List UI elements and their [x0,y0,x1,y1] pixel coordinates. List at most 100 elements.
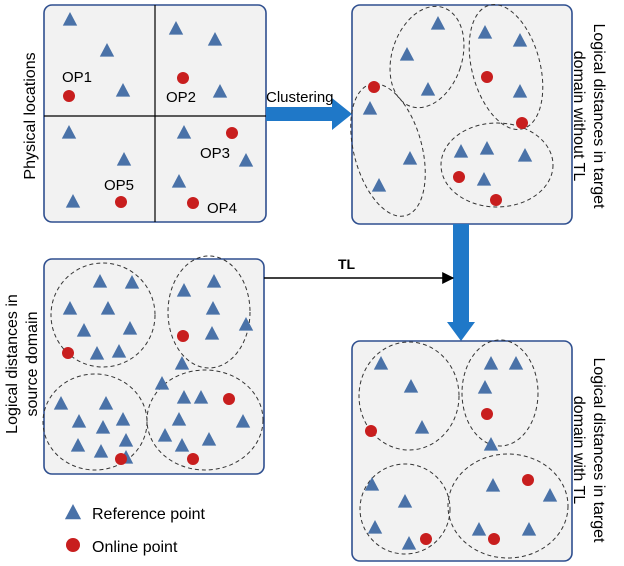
physical-locations-panel [43,4,267,223]
online-point-icon [177,330,189,342]
reference-point-icon [453,144,469,158]
source-domain-label-line2: source domain [24,312,41,417]
online-point-icon [187,453,199,465]
online-point-icon [490,194,502,206]
source-domain-reference-points [53,274,254,464]
online-point-icon [481,408,493,420]
legend-reference-label: Reference point [92,506,206,523]
target-with-tl-online-points [365,408,534,545]
reference-point-icon [485,478,501,492]
reference-point-icon [397,494,413,508]
reference-point-icon [64,504,82,520]
reference-point-icon [171,412,187,426]
online-point-icon [223,393,235,405]
op2-label: OP2 [166,89,196,106]
online-point-icon [66,538,80,552]
reference-point-icon [168,21,184,35]
reference-point-icon [362,101,378,115]
legend [64,504,82,552]
online-point-icon [368,81,380,93]
reference-point-icon [89,346,105,360]
physical-panel-reference-points [61,12,254,208]
reference-point-icon [76,323,92,337]
reference-point-icon [235,414,251,428]
reference-point-icon [92,274,108,288]
reference-point-icon [70,438,86,452]
reference-point-icon [176,283,192,297]
reference-point-icon [171,174,187,188]
reference-point-icon [93,444,109,458]
reference-point-icon [483,437,499,451]
tl-label: TL [338,256,356,272]
clustering-label: Clustering [266,89,334,106]
online-point-icon [62,347,74,359]
reference-point-icon [98,396,114,410]
reference-point-icon [476,172,492,186]
online-point-icon [522,474,534,486]
reference-point-icon [371,178,387,192]
reference-point-icon [62,12,78,26]
online-point-icon [115,453,127,465]
reference-point-icon [99,43,115,57]
reference-point-icon [364,477,380,491]
reference-point-icon [483,356,499,370]
reference-point-icon [174,356,190,370]
reference-point-icon [115,83,131,97]
reference-point-icon [471,522,487,536]
reference-point-icon [157,428,173,442]
source-domain-label-line1: Logical distances in [4,294,21,434]
reference-point-icon [193,390,209,404]
op4-label: OP4 [207,200,237,217]
reference-point-icon [124,275,140,289]
online-point-icon [115,196,127,208]
online-point-icon [488,533,500,545]
reference-point-icon [414,420,430,434]
op3-label: OP3 [200,145,230,162]
physical-panel-online-points [63,72,238,209]
op5-label: OP5 [104,177,134,194]
target-with-tl-label-line2: domain with TL [570,396,587,504]
reference-point-icon [401,536,417,550]
reference-point-icon [212,84,228,98]
reference-point-icon [430,16,446,30]
reference-point-icon [477,380,493,394]
online-point-icon [453,171,465,183]
online-point-icon [187,197,199,209]
legend-online-label: Online point [92,539,178,556]
reference-point-icon [95,420,111,434]
reference-point-icon [176,390,192,404]
reference-point-icon [204,326,220,340]
reference-point-icon [206,274,222,288]
clustering-arrow [266,98,352,130]
reference-point-icon [62,301,78,315]
reference-point-icon [477,25,493,39]
online-point-icon [420,533,432,545]
reference-point-icon [205,301,221,315]
reference-point-icon [367,520,383,534]
target-with-tl-label-line1: Logical distances in target [590,358,607,544]
reference-point-icon [154,376,170,390]
reference-point-icon [53,396,69,410]
target-without-tl-label-line1: Logical distances in target [590,24,607,210]
source-domain-online-points [62,330,235,465]
reference-point-icon [65,194,81,208]
reference-point-icon [111,344,127,358]
reference-point-icon [517,148,533,162]
reference-point-icon [373,356,389,370]
reference-point-icon [420,82,436,96]
reference-point-icon [512,84,528,98]
target-without-tl-reference-points [362,16,533,192]
online-point-icon [481,71,493,83]
online-point-icon [226,127,238,139]
target-without-tl-label-line2: domain without TL [570,51,587,182]
reference-point-icon [402,151,418,165]
op1-label: OP1 [62,69,92,86]
reference-point-icon [115,412,131,426]
reference-point-icon [521,522,537,536]
reference-point-icon [61,125,77,139]
reference-point-icon [512,33,528,47]
online-point-icon [177,72,189,84]
target-with-tl-panel [351,339,573,562]
reference-point-icon [542,488,558,502]
